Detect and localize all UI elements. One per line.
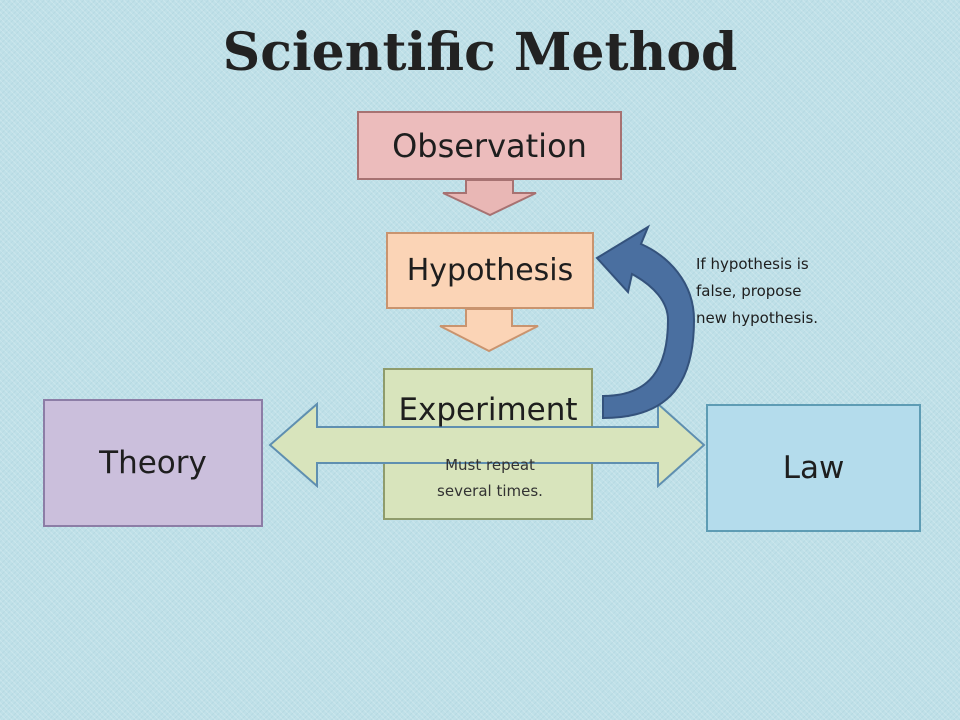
- experiment-note: Must repeat several times.: [405, 452, 575, 504]
- law-label: Law: [782, 450, 845, 486]
- loop-note: If hypothesis is false, propose new hypo…: [696, 251, 866, 332]
- loop-back-arrow: [595, 224, 696, 420]
- experiment-note-line: Must repeat: [445, 456, 535, 474]
- experiment-note-line: several times.: [437, 482, 543, 500]
- page-title: Scientific Method: [222, 22, 738, 83]
- theory-label: Theory: [99, 445, 207, 481]
- theory-box: Theory: [43, 399, 263, 527]
- law-box: Law: [706, 404, 921, 532]
- observation-box: Observation: [357, 111, 622, 180]
- loop-note-line: false, propose: [696, 282, 802, 300]
- theory-law-double-arrow: [268, 401, 706, 489]
- hypothesis-label: Hypothesis: [406, 253, 574, 288]
- hypothesis-to-experiment-arrow: [439, 308, 539, 353]
- experiment-label: Experiment: [398, 392, 578, 428]
- loop-note-line: If hypothesis is: [696, 255, 809, 273]
- loop-note-line: new hypothesis.: [696, 309, 819, 327]
- observation-label: Observation: [392, 126, 587, 165]
- observation-to-hypothesis-arrow: [442, 179, 537, 217]
- hypothesis-box: Hypothesis: [386, 232, 594, 309]
